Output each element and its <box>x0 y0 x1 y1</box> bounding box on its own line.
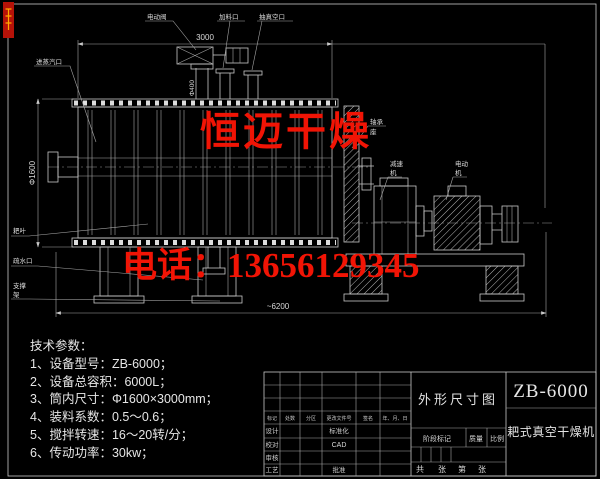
dimension-lines: 3000 Φ1600 ~6200 <box>28 33 547 317</box>
tech-param-item: 5、搅拌转速：16～20转/分； <box>30 427 193 442</box>
label-motor-l2: 机 <box>455 168 462 177</box>
dim-length: 3000 <box>196 33 214 42</box>
label-rake-blade: 耙叶 <box>13 226 27 235</box>
label-drain-port: 疏水口 <box>13 256 33 265</box>
tb-col-change-file: 更改文件号 <box>326 415 351 422</box>
tb-row-standardization: 标准化 <box>329 426 349 435</box>
leader-labels: 电动阀 加料口 抽真空口 进蒸汽口 耙叶 疏水口 支撑 架 轴承 座 减速 机 … <box>11 12 469 302</box>
tech-params-block: 技术参数： 1、设备型号：ZB-6000； 2、设备总容积：6000L； 3、筒… <box>30 338 218 460</box>
title-block: 标记 处数 分区 更改文件号 签名 年、月、日 设计 标准化 校对 CAD 审核… <box>263 371 597 477</box>
tb-col-date: 年、月、日 <box>382 415 407 422</box>
label-support-frame-l1: 支撑 <box>13 281 27 290</box>
tb-sheet-total: 共 <box>416 465 424 474</box>
label-nozzle-diameter: Φ400 <box>189 80 196 96</box>
tech-param-item: 1、设备型号：ZB-6000； <box>30 356 172 371</box>
tb-model: ZB-6000 <box>513 381 589 402</box>
label-reducer-l1: 减速 <box>390 159 404 168</box>
tb-scale: 比例 <box>490 434 504 443</box>
tb-row-check: 校对 <box>266 440 280 449</box>
tb-col-mark: 标记 <box>267 415 277 422</box>
tb-row-approve: 批准 <box>333 465 347 474</box>
tb-row-design: 设计 <box>266 426 280 435</box>
watermark-brand: 恒迈干燥 <box>200 110 372 154</box>
tech-params-title: 技术参数： <box>30 338 93 353</box>
watermark-phone: 电话：13656129345 <box>122 246 420 285</box>
tech-param-item: 4、装料系数：0.5～0.6； <box>30 409 172 424</box>
tb-sheet-of: 张 <box>478 465 486 474</box>
tb-col-signature: 签名 <box>363 415 373 422</box>
label-electric-valve: 电动阀 <box>147 12 167 21</box>
watermarks: 恒迈干燥 电话：13656129345 <box>3 2 420 285</box>
drive-assembly <box>343 105 552 302</box>
tb-sheet-sheets: 张 <box>438 465 446 474</box>
tb-mass: 质量 <box>469 434 483 443</box>
badge-glyph-icon <box>5 8 12 30</box>
tb-row-cad: CAD <box>332 442 347 449</box>
tb-drawing-name: 外形尺寸图 <box>418 392 498 407</box>
label-steam-inlet: 进蒸汽口 <box>36 57 62 66</box>
label-reducer-l2: 机 <box>390 168 397 177</box>
tb-col-zone: 分区 <box>306 415 316 422</box>
tb-row-process: 工艺 <box>266 466 280 474</box>
vessel-top-nozzles <box>176 46 263 99</box>
label-motor-l1: 电动 <box>455 159 469 168</box>
vessel-supports <box>93 246 243 304</box>
dim-overall: ~6200 <box>267 302 290 311</box>
label-bearing-seat-l2: 座 <box>370 127 377 136</box>
tb-machine-name: 耙式真空干燥机 <box>507 425 595 439</box>
tech-param-item: 2、设备总容积：6000L； <box>30 374 172 389</box>
label-bearing-seat-l1: 轴承 <box>370 117 384 126</box>
tb-col-count: 处数 <box>285 415 295 422</box>
tb-row-audit: 审核 <box>266 453 280 462</box>
tb-sheet-no: 第 <box>458 464 466 474</box>
tech-param-item: 3、筒内尺寸：Φ1600×3000mm； <box>30 391 218 406</box>
label-vacuum-port: 抽真空口 <box>259 12 285 21</box>
label-feed-port: 加料口 <box>219 12 239 21</box>
label-support-frame-l2: 架 <box>13 291 20 299</box>
tech-param-item: 6、传动功率：30kw； <box>30 445 154 460</box>
dim-diameter: Φ1600 <box>28 160 37 185</box>
tb-stage-mark: 阶段标记 <box>423 434 451 443</box>
